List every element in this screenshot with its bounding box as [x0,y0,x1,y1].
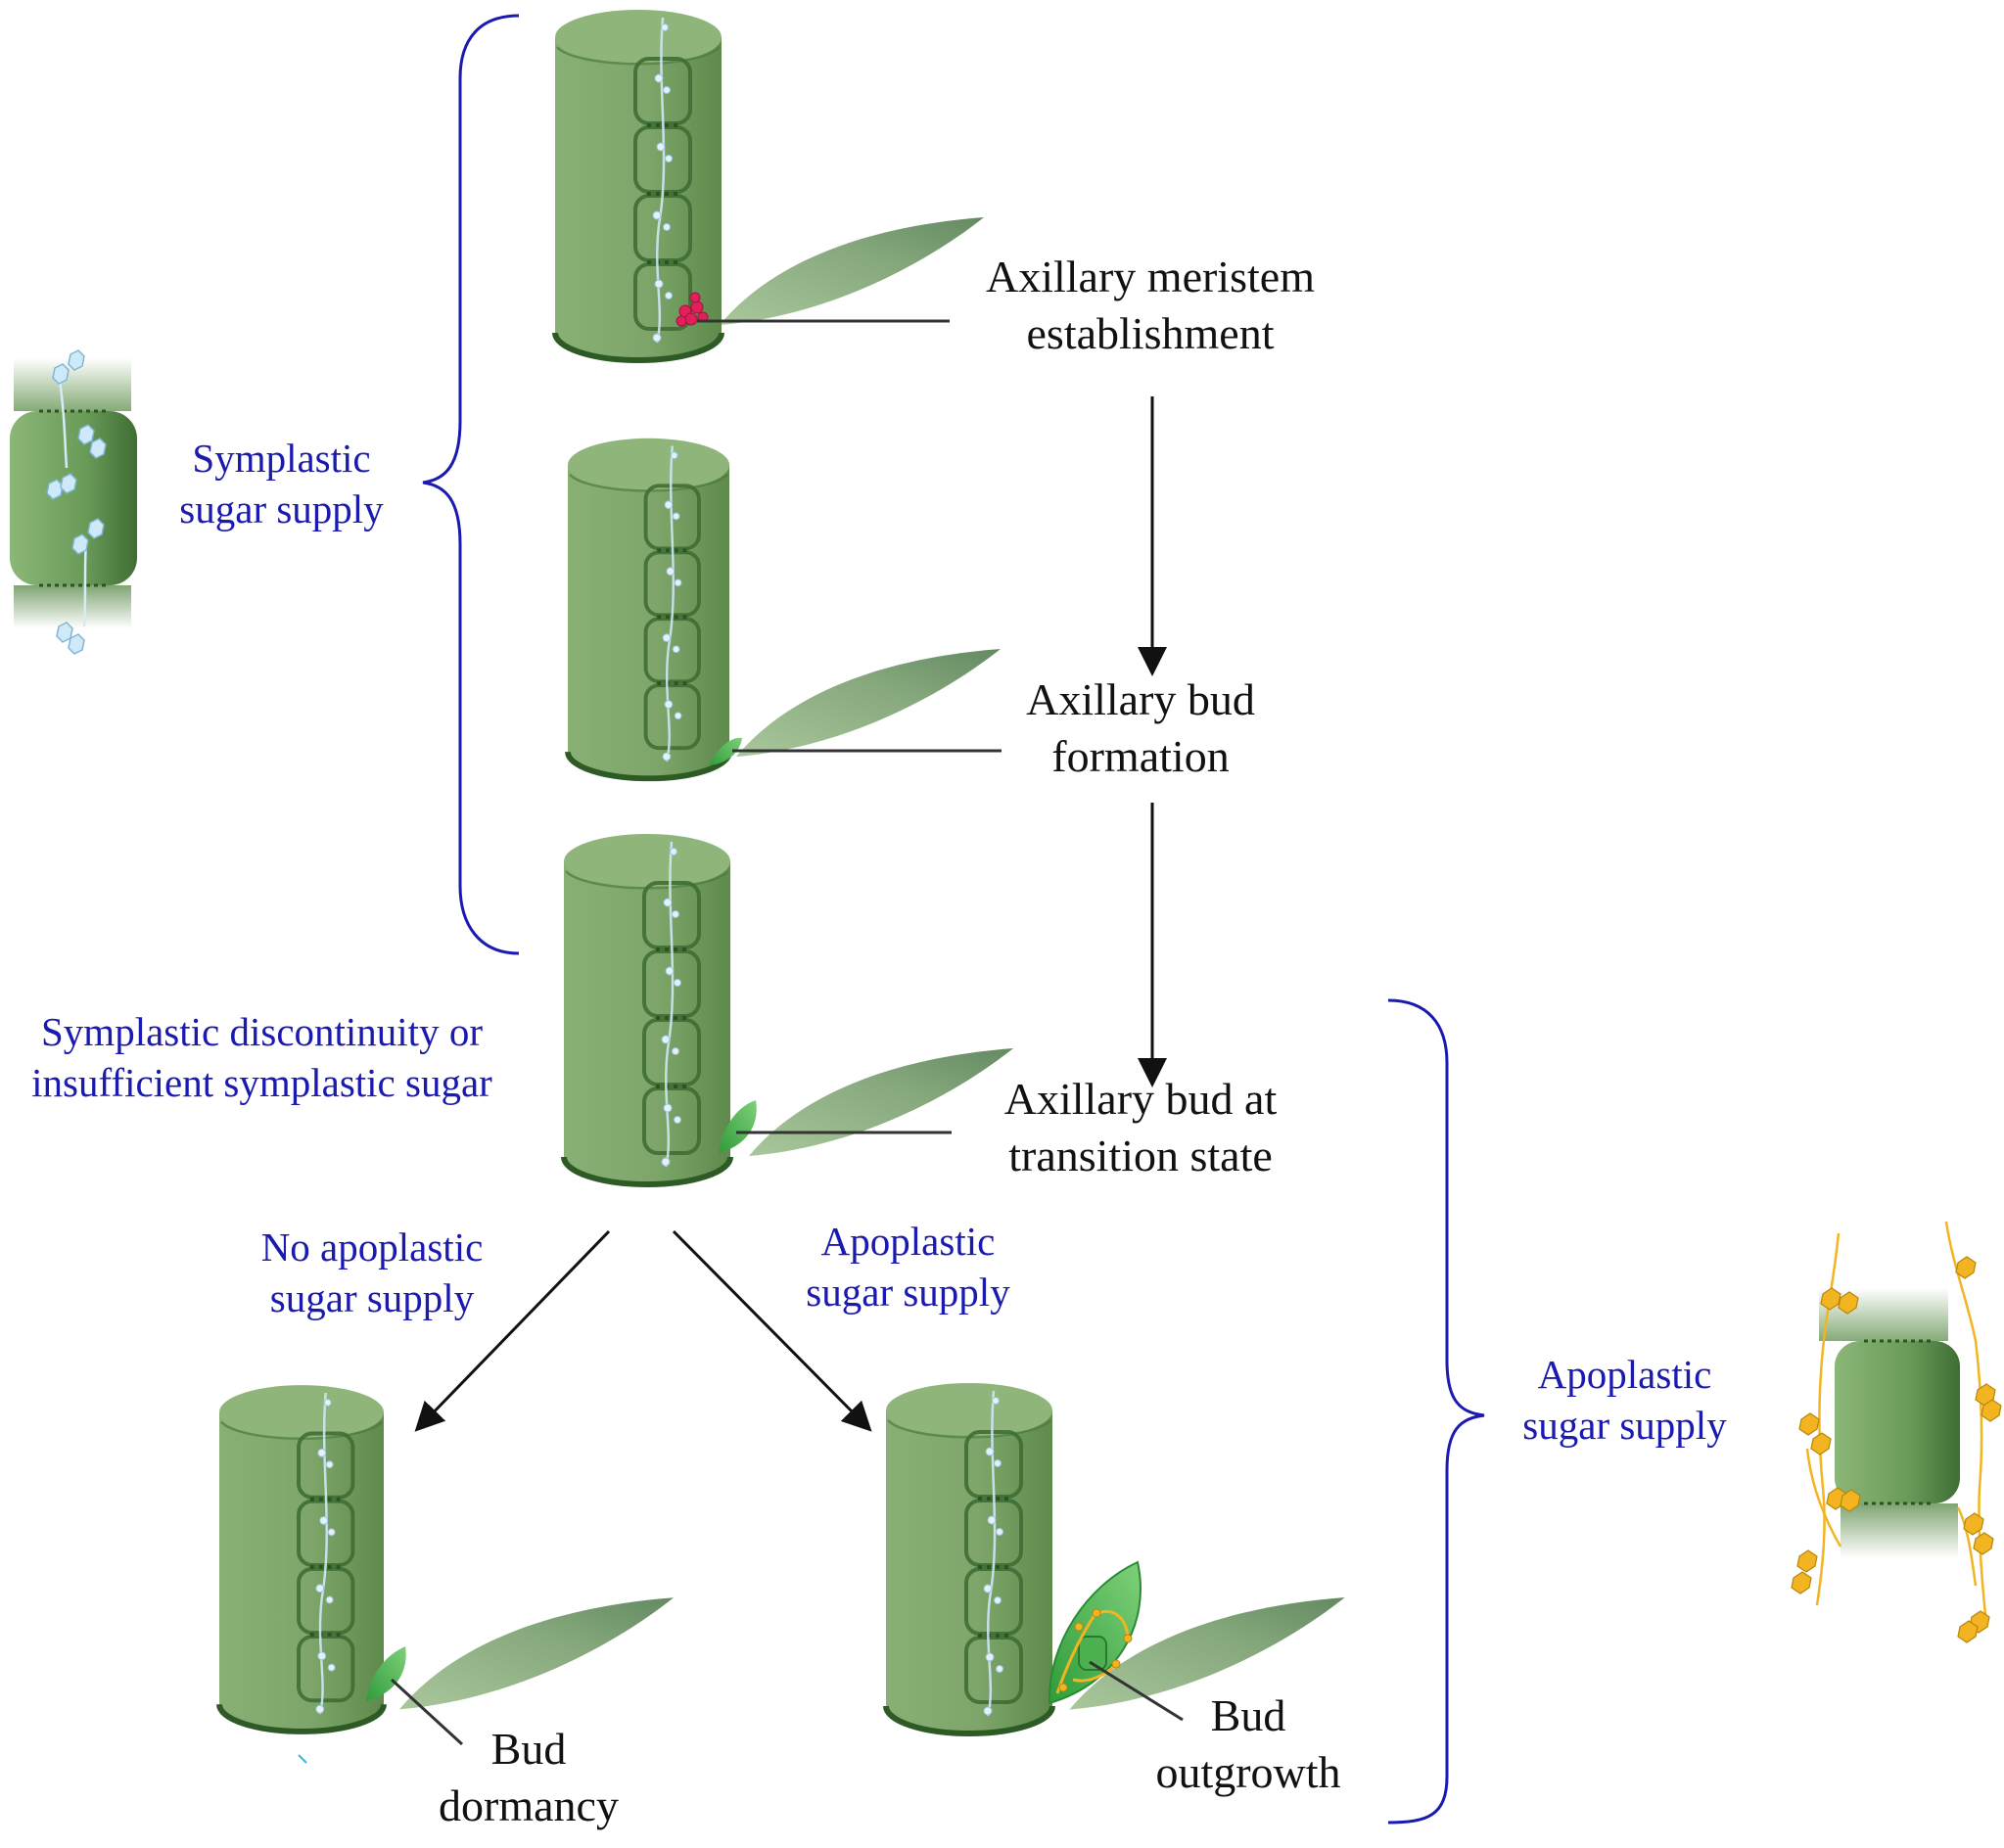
label-outgrowth-line1: Bud [1210,1690,1286,1740]
apoplastic-cell-icon [1791,1221,2002,1643]
label-apoplastic-branch-line1: Apoplastic [820,1219,996,1264]
small-tick [298,1754,307,1764]
bud-small [709,737,742,765]
label-symplastic-supply: Symplastic sugar supply [147,433,416,534]
label-apoplastic-branch: Apoplastic sugar supply [773,1216,1043,1317]
label-outgrowth: Bud outgrowth [1116,1687,1380,1802]
label-meristem: Axillary meristem establishment [930,249,1371,363]
label-symplastic-supply-line1: Symplastic [192,436,371,481]
stem-formation [568,439,1002,778]
label-symplastic-supply-line2: sugar supply [179,486,384,532]
symplastic-brace [422,14,520,955]
symplastic-cell-icon [10,349,137,655]
label-apoplastic-supply-line1: Apoplastic [1537,1352,1712,1397]
label-dormancy-line1: Bud [490,1724,567,1774]
label-transition: Axillary bud at transition state [950,1071,1331,1185]
bud-inner-cell [1078,1636,1107,1671]
label-outgrowth-line2: outgrowth [1155,1747,1341,1798]
label-no-apoplastic-line2: sugar supply [269,1275,475,1321]
pointer-dormancy [390,1678,464,1746]
label-apoplastic-supply: Apoplastic sugar supply [1490,1349,1759,1451]
label-transition-line2: transition state [1008,1131,1273,1181]
label-dormancy: Bud dormancy [431,1721,627,1835]
stem-outgrowth [886,1383,1345,1733]
label-apoplastic-branch-line2: sugar supply [806,1270,1010,1316]
arrow-transition-to-outgrowth [672,1229,872,1432]
label-no-apoplastic: No apoplastic sugar supply [215,1222,529,1323]
stem-meristem [555,10,984,360]
label-discontinuity: Symplastic discontinuity or insufficient… [0,1006,524,1108]
label-apoplastic-supply-line2: sugar supply [1522,1403,1727,1449]
pointer-outgrowth [1089,1660,1184,1722]
label-meristem-line2: establishment [1026,308,1275,359]
label-transition-line1: Axillary bud at [1003,1074,1278,1124]
label-formation-line2: formation [1051,731,1230,782]
label-dormancy-line2: dormancy [439,1780,619,1831]
label-discontinuity-line1: Symplastic discontinuity or [41,1009,483,1054]
label-meristem-line1: Axillary meristem [986,252,1315,301]
label-discontinuity-line2: insufficient symplastic sugar [31,1060,492,1106]
arrow-transition-to-dormancy [414,1229,611,1432]
label-no-apoplastic-line1: No apoplastic [260,1224,484,1270]
apoplastic-sugars-in-bud [1058,1608,1133,1692]
bud-medium [719,1100,757,1153]
label-formation: Axillary bud formation [979,671,1302,786]
stem-dormancy [219,1385,674,1764]
label-formation-line1: Axillary bud [1026,674,1255,724]
bud-dormant [366,1646,406,1701]
stem-transition [564,834,1013,1184]
apoplastic-brace [1387,998,1485,1825]
